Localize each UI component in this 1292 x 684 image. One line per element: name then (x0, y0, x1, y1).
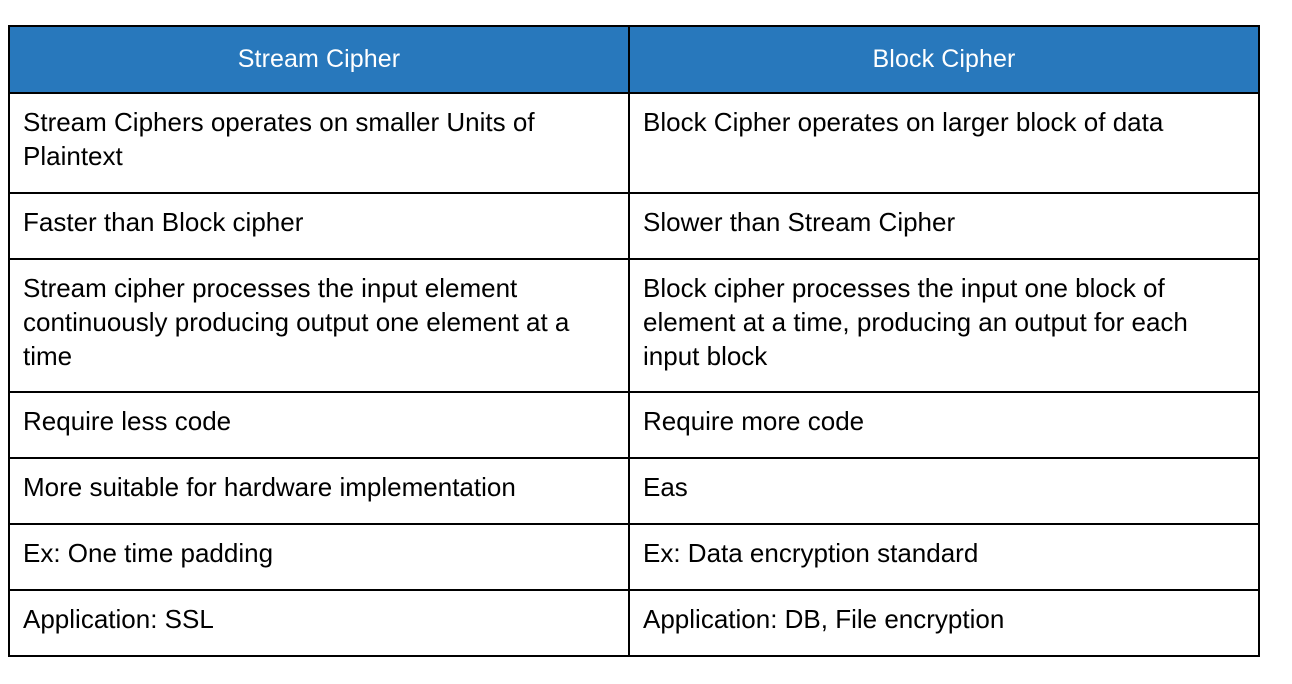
table-header: Stream Cipher Block Cipher (8, 25, 1260, 94)
cell-stream-cipher-4: More suitable for hardware implementatio… (8, 457, 630, 525)
table-row: Stream cipher processes the input elemen… (8, 258, 1260, 393)
table-body: Stream Ciphers operates on smaller Units… (8, 92, 1260, 657)
cell-block-cipher-3: Require more code (628, 391, 1260, 459)
cell-block-cipher-4: Eas (628, 457, 1260, 525)
cell-stream-cipher-0: Stream Ciphers operates on smaller Units… (8, 92, 630, 194)
table-row: More suitable for hardware implementatio… (8, 457, 1260, 525)
cell-block-cipher-2: Block cipher processes the input one blo… (628, 258, 1260, 393)
column-header-block-cipher: Block Cipher (628, 25, 1260, 94)
column-header-stream-cipher: Stream Cipher (8, 25, 630, 94)
table-row: Stream Ciphers operates on smaller Units… (8, 92, 1260, 194)
cell-stream-cipher-1: Faster than Block cipher (8, 192, 630, 260)
cell-stream-cipher-5: Ex: One time padding (8, 523, 630, 591)
cipher-comparison-table: Stream Cipher Block Cipher Stream Cipher… (8, 25, 1260, 657)
table-row: Ex: One time padding Ex: Data encryption… (8, 523, 1260, 591)
table-row: Faster than Block cipher Slower than Str… (8, 192, 1260, 260)
table-row: Require less code Require more code (8, 391, 1260, 459)
cell-stream-cipher-3: Require less code (8, 391, 630, 459)
cell-block-cipher-6: Application: DB, File encryption (628, 589, 1260, 657)
cell-block-cipher-5: Ex: Data encryption standard (628, 523, 1260, 591)
table-row: Application: SSL Application: DB, File e… (8, 589, 1260, 657)
cell-block-cipher-1: Slower than Stream Cipher (628, 192, 1260, 260)
table-header-row: Stream Cipher Block Cipher (8, 25, 1260, 94)
cell-stream-cipher-2: Stream cipher processes the input elemen… (8, 258, 630, 393)
cell-block-cipher-0: Block Cipher operates on larger block of… (628, 92, 1260, 194)
cell-stream-cipher-6: Application: SSL (8, 589, 630, 657)
